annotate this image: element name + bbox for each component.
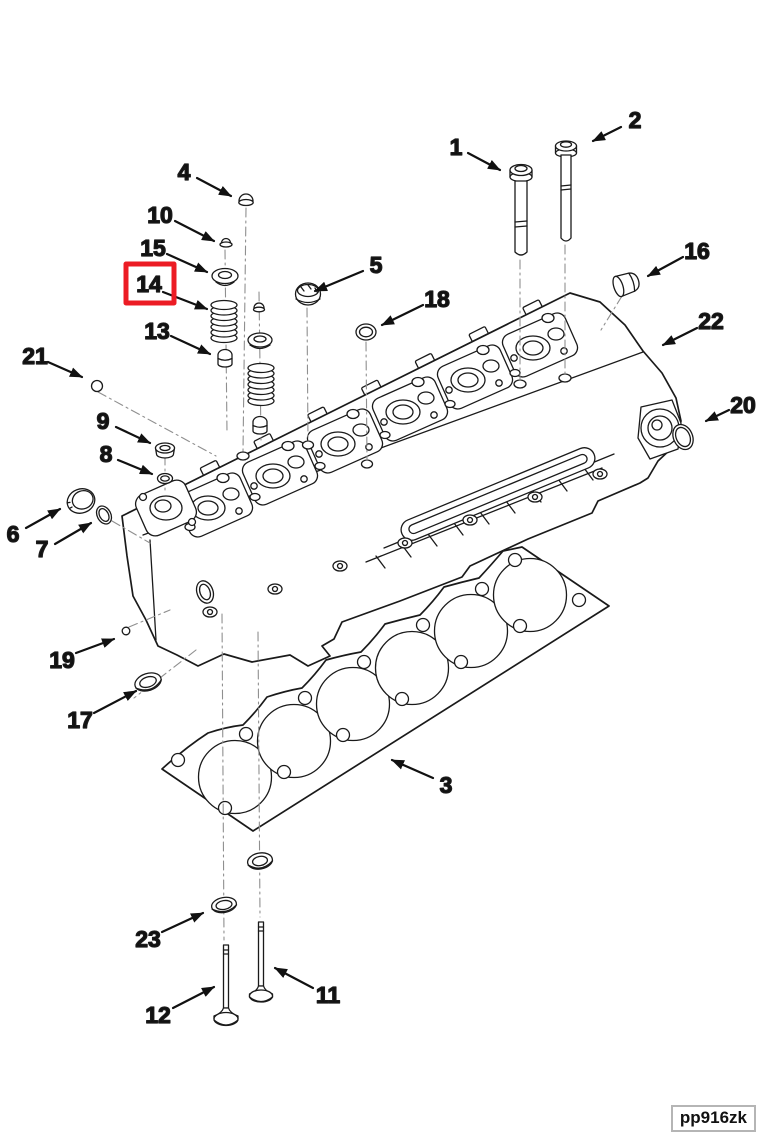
- part-7-o-ring: [95, 505, 113, 525]
- highlight-box-part-14: [123, 261, 177, 306]
- callout-10-leader: [173, 219, 216, 243]
- callout-15-leader: [165, 252, 209, 274]
- lower-seal-ring: [246, 852, 274, 870]
- part-glyphs: [66, 140, 694, 1027]
- part-20-o-ring: [672, 423, 694, 451]
- callout-11-leader: [273, 966, 315, 990]
- callout-20-label[interactable]: 20: [730, 391, 757, 418]
- second-valve-spring-seat: [252, 415, 268, 435]
- callout-17-label[interactable]: 17: [67, 706, 94, 733]
- callout-20-leader: [704, 408, 731, 423]
- callout-23-leader: [160, 911, 205, 934]
- callout-13-label[interactable]: 13: [144, 317, 171, 344]
- part-12-valve: [213, 944, 239, 1027]
- part-15-retainer: [211, 267, 239, 287]
- diagram-code-text: pp916zk: [679, 1108, 747, 1127]
- part-14-spring: [210, 299, 238, 344]
- callout-4-label[interactable]: 4: [177, 158, 191, 185]
- cylinder-head-drawing: [121, 292, 682, 667]
- part-2-bolt: [554, 140, 578, 242]
- part-5-cup-plug: [294, 282, 322, 306]
- callout-12-label[interactable]: 12: [145, 1001, 172, 1028]
- callout-14-leader: [161, 290, 209, 311]
- callout-5-label[interactable]: 5: [369, 251, 383, 278]
- callout-22-leader: [661, 326, 699, 347]
- callout-5-leader: [313, 269, 365, 293]
- callout-8-leader: [116, 458, 154, 476]
- callout-4-leader: [195, 176, 233, 198]
- callout-7-label[interactable]: 7: [35, 535, 49, 562]
- part-16-cup-plug: [612, 272, 640, 298]
- part-18-o-ring: [355, 323, 377, 341]
- callout-6-leader: [24, 507, 62, 530]
- callout-16-leader: [646, 255, 685, 278]
- part-19-ball: [121, 626, 131, 636]
- callout-17-leader: [92, 689, 138, 715]
- part-17-seal-ring: [134, 672, 163, 692]
- second-valve-keeper: [252, 302, 266, 313]
- callout-21-leader: [46, 360, 84, 379]
- callout-7-leader: [53, 521, 93, 546]
- part-11-valve: [248, 921, 274, 1003]
- part-10-stem-seal: [219, 237, 233, 248]
- callout-13-leader: [169, 334, 212, 356]
- second-valve-spring: [247, 362, 275, 407]
- part-13-spring-seat: [217, 348, 233, 368]
- callout-19-label[interactable]: 19: [49, 646, 76, 673]
- part-21-ball: [90, 379, 104, 393]
- part-23-seat-ring: [210, 896, 238, 914]
- callout-3-label[interactable]: 3: [439, 771, 453, 798]
- part-4-cap: [238, 193, 254, 207]
- diagram-code-badge: pp916zk: [670, 1105, 756, 1132]
- callout-22-label[interactable]: 22: [698, 307, 725, 334]
- callout-18-label[interactable]: 18: [424, 285, 451, 312]
- head-gasket-drawing: [161, 546, 610, 832]
- part-6-cup-plug: [66, 488, 96, 514]
- callout-9-leader: [114, 425, 152, 445]
- callout-6-label[interactable]: 6: [6, 520, 20, 547]
- callout-19-leader: [74, 637, 116, 655]
- callout-2-leader: [591, 125, 623, 143]
- callout-8-label[interactable]: 8: [99, 440, 113, 467]
- callout-1-label[interactable]: 1: [449, 133, 463, 160]
- callout-11-label[interactable]: 11: [315, 981, 341, 1008]
- callout-10-label[interactable]: 10: [147, 201, 174, 228]
- callout-14-label[interactable]: 14: [136, 270, 163, 297]
- callout-1-leader: [466, 151, 502, 172]
- part-9-cup: [154, 442, 176, 459]
- callout-12-leader: [171, 985, 216, 1010]
- callout-21-label[interactable]: 21: [22, 342, 49, 369]
- callout-3-leader: [390, 758, 435, 780]
- part-8-ring: [156, 472, 174, 485]
- callout-15-label[interactable]: 15: [140, 234, 167, 261]
- callout-18-leader: [380, 303, 425, 327]
- callout-2-label[interactable]: 2: [628, 106, 642, 133]
- callout-9-label[interactable]: 9: [96, 407, 110, 434]
- callout-23-label[interactable]: 23: [135, 925, 162, 952]
- callout-16-label[interactable]: 16: [684, 237, 711, 264]
- part-1-bolt: [509, 163, 533, 256]
- second-valve-retainer: [247, 332, 273, 350]
